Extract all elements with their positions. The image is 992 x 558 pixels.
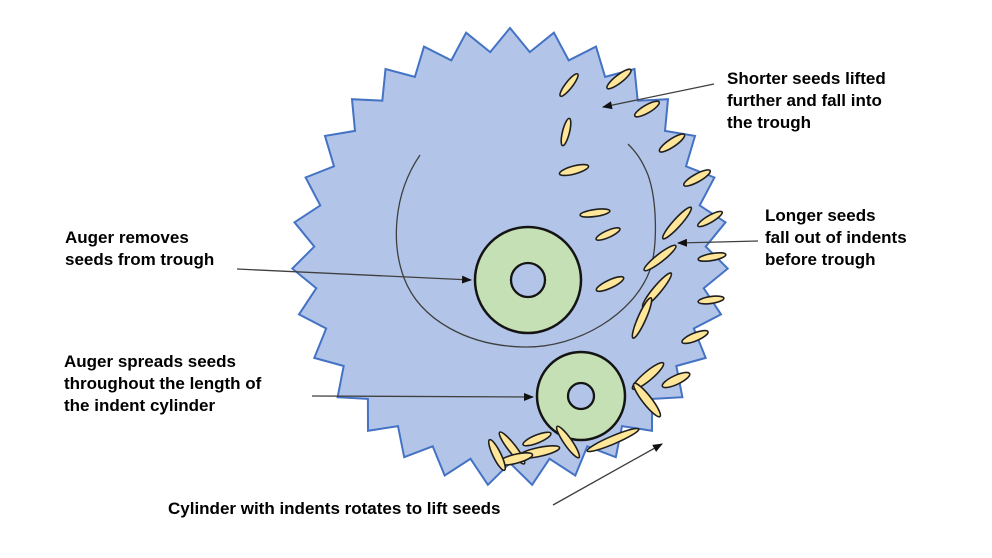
seed (559, 72, 579, 98)
seed (560, 117, 572, 147)
trough-arc (395, 143, 657, 348)
seed (586, 427, 640, 453)
seed (595, 227, 621, 241)
label-longer-seeds: Longer seeds fall out of indents before … (765, 206, 907, 269)
seed (681, 329, 709, 345)
seed (696, 210, 724, 228)
seed (661, 371, 691, 389)
cylinder-rotates-arrow (552, 443, 663, 506)
seed (633, 100, 661, 118)
seed (522, 431, 552, 447)
seed (631, 361, 665, 391)
label-cylinder-rotates: Cylinder with indents rotates to lift se… (168, 499, 501, 518)
auger-lower-shaft-hole (566, 381, 596, 411)
seed (697, 295, 725, 305)
auger-upper (473, 225, 583, 335)
seed (632, 382, 662, 418)
label-auger-spreads: Auger spreads seeds throughout the lengt… (64, 352, 262, 415)
seed (579, 208, 611, 218)
seed (595, 275, 625, 293)
seed (682, 169, 712, 187)
label-auger-removes: Auger removes seeds from trough (65, 228, 215, 269)
auger-removes-arrow (236, 268, 472, 284)
auger-upper-shaft-hole (509, 261, 547, 299)
seed (658, 133, 686, 153)
seed (643, 244, 677, 272)
seed (697, 251, 727, 263)
shorter-seeds-arrow (602, 83, 715, 110)
seed (606, 68, 632, 90)
auger-spreads-arrow (311, 392, 534, 401)
seed (555, 425, 581, 459)
seed (631, 297, 653, 339)
label-shorter-seeds: Shorter seeds lifted further and fall in… (727, 69, 886, 132)
seed (558, 163, 590, 177)
seed (487, 438, 507, 472)
longer-seeds-arrow (677, 238, 759, 247)
auger-lower (535, 350, 627, 442)
seed (661, 206, 693, 240)
